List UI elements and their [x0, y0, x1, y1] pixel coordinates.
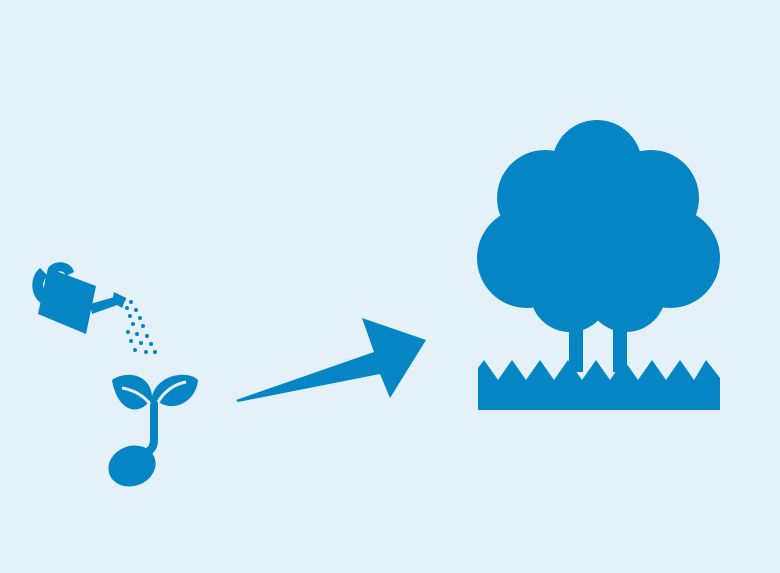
tree-icon	[477, 120, 720, 410]
sprout-icon	[108, 374, 198, 487]
arrow-right-icon	[236, 318, 426, 402]
watering-can-icon	[32, 262, 126, 334]
water-droplets-icon	[122, 297, 157, 354]
